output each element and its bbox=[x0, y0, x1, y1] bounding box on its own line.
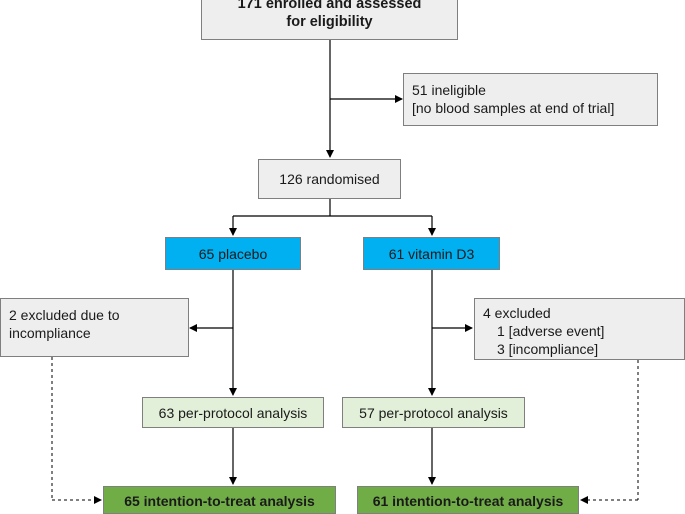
ineligible-reason: [no blood samples at end of trial] bbox=[412, 100, 615, 116]
randomised-text: 126 randomised bbox=[279, 171, 380, 187]
excluded-placebo-line1: 2 excluded due to bbox=[9, 307, 120, 323]
randomised-box: 126 randomised bbox=[258, 159, 401, 199]
split-randomised bbox=[229, 199, 436, 236]
enrolled-text: 171 enrolled and assessed for eligibilit… bbox=[237, 0, 422, 30]
pp-placebo-text: 63 per-protocol analysis bbox=[158, 404, 308, 421]
pp-vitamin-box: 57 per-protocol analysis bbox=[342, 397, 525, 428]
excluded-placebo-line2: incompliance bbox=[9, 325, 91, 341]
ineligible-box: 51 ineligible [no blood samples at end o… bbox=[403, 73, 658, 126]
pp-vitamin-text: 57 per-protocol analysis bbox=[359, 404, 508, 421]
vitamin-box: 61 vitamin D3 bbox=[363, 237, 500, 270]
ineligible-count: 51 ineligible bbox=[412, 82, 486, 98]
excluded-placebo-box: 2 excluded due to incompliance bbox=[0, 298, 189, 357]
excluded-vitamin-line3: 3 [incompliance] bbox=[497, 341, 599, 357]
placebo-box: 65 placebo bbox=[165, 237, 301, 270]
excluded-vitamin-line2: 1 [adverse event] bbox=[497, 323, 605, 339]
dashed-arrow-excluded-vitamin-to-itt bbox=[580, 360, 639, 504]
itt-vitamin-box: 61 intention-to-treat analysis bbox=[357, 486, 579, 514]
vitamin-text: 61 vitamin D3 bbox=[388, 245, 475, 262]
dashed-arrow-excluded-placebo-to-itt bbox=[51, 357, 102, 504]
pp-placebo-box: 63 per-protocol analysis bbox=[142, 397, 324, 428]
itt-placebo-box: 65 intention-to-treat analysis bbox=[103, 486, 336, 514]
itt-vitamin-text: 61 intention-to-treat analysis bbox=[372, 493, 564, 509]
itt-placebo-text: 65 intention-to-treat analysis bbox=[124, 493, 315, 509]
excluded-vitamin-box: 4 excluded 1 [adverse event] 3 [incompli… bbox=[474, 298, 685, 360]
enrolled-box: 171 enrolled and assessed for eligibilit… bbox=[201, 0, 458, 40]
excluded-vitamin-line1: 4 excluded bbox=[483, 305, 551, 321]
placebo-text: 65 placebo bbox=[198, 245, 268, 262]
